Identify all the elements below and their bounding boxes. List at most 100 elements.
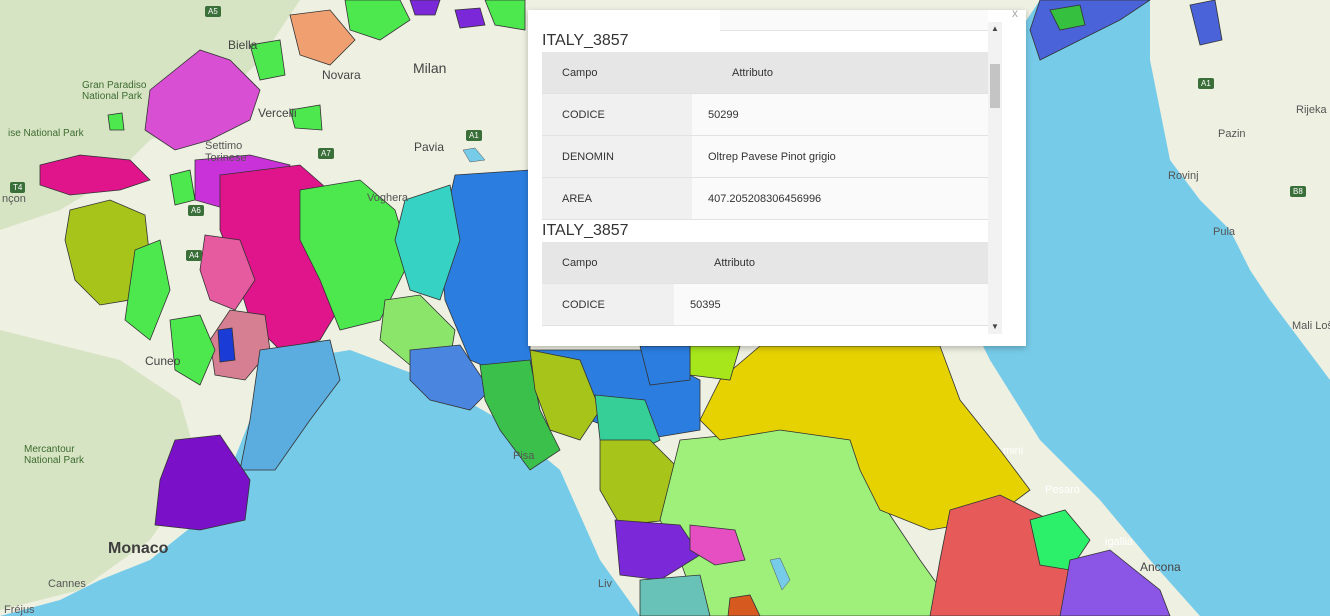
map-label-rimini: mini [1003,445,1024,457]
region-polygon[interactable] [394,184,461,301]
map-label-pavia: Pavia [414,140,445,154]
region-polygon[interactable] [1059,549,1171,616]
region-polygon[interactable] [289,104,323,131]
road-shield-icon: B8 [1290,186,1306,197]
table-row: DENOMIN Oltrep Pavese Pinot grigio [542,135,988,178]
map-label-milan: Milan [413,60,447,76]
column-header-attributo: Attributo [674,242,988,284]
map-label-livorno: Liv [598,578,613,590]
scroll-up-arrow[interactable]: ▲ [991,24,999,33]
field-value: Oltrep Pavese Pinot grigio [692,135,988,178]
map-label-national-park-left: ise National Park [8,128,84,139]
region-polygon[interactable] [1189,0,1223,46]
road-shield-icon: A1 [466,130,482,141]
region-polygon[interactable] [169,314,216,386]
land-croatia-coast [1290,150,1330,360]
region-polygon[interactable] [639,345,691,386]
region-polygon[interactable] [169,169,196,206]
region-polygon[interactable] [529,349,601,441]
feature-info-popup[interactable]: ITALY_3857 Campo Attributo CODICE 50299 … [528,10,1026,346]
popup-scrollbar[interactable]: ▲ ▼ [988,22,1002,334]
layer-title: ITALY_3857 [542,32,629,49]
map-label-voghera: Voghera [367,192,408,204]
field-value: 407.205208306456996 [692,177,988,220]
road-shield-icon: A4 [186,250,202,261]
region-polygon[interactable] [409,0,441,16]
table-row: CODICE 50299 [542,93,988,136]
region-polygon[interactable] [1029,509,1091,571]
attribute-table: Campo Attributo CODICE 50395 [542,242,988,326]
land-alps-south [0,330,200,610]
region-polygon[interactable] [144,49,261,151]
region-polygon[interactable] [479,359,561,471]
scroll-down-arrow[interactable]: ▼ [991,322,999,331]
map-label-vercelli: Vercelli [258,106,297,120]
region-polygon[interactable] [344,0,411,41]
close-popup-button[interactable]: x [1012,6,1018,20]
field-value: 50299 [692,93,988,136]
attribute-table: Campo Attributo CODICE 50299 DENOMIN Olt… [542,52,988,220]
field-name: DENOMIN [542,135,692,178]
map-label-senigallia: igallia [1105,536,1134,548]
map-label-rovinj: Rovinj [1168,170,1199,182]
column-header-attributo: Attributo [692,52,988,94]
region-polygon[interactable] [299,179,411,331]
road-shield-icon: A1 [1198,78,1214,89]
region-polygon[interactable] [1049,4,1086,31]
map-label-pisa: Pisa [513,450,535,462]
popup-scroll-area[interactable]: ITALY_3857 Campo Attributo CODICE 50299 … [528,10,988,346]
road-shield-icon: A6 [188,205,204,216]
map-label-pazin: Pazin [1218,128,1246,140]
region-polygon[interactable] [289,9,356,66]
field-name: AREA [542,177,692,220]
map-label-frejus: Fréjus [4,604,35,616]
region-polygon[interactable] [239,339,341,471]
map-label-ancona: Ancona [1140,560,1181,574]
region-polygon[interactable] [727,594,761,616]
region-polygon[interactable] [454,7,486,29]
field-value: 50395 [674,283,988,326]
region-polygon[interactable] [124,239,171,341]
column-header-campo: Campo [542,242,674,284]
map-label-rijeka: Rijeka [1296,104,1327,116]
map-label-novara: Novara [322,68,361,82]
map-label-briancon: nçon [2,193,26,205]
map-label-biella: Biella [228,38,258,52]
table-row: CODICE 50395 [542,283,988,326]
region-polygon[interactable] [249,39,286,81]
lake [462,147,486,163]
field-name: CODICE [542,93,692,136]
region-polygon[interactable] [107,112,125,131]
region-polygon[interactable] [217,327,236,363]
land-istria [1150,0,1330,380]
table-header-row: Campo Attributo [542,52,988,94]
map-label-gran-paradiso: Gran Paradiso National Park [82,80,147,102]
region-polygon[interactable] [199,234,256,311]
region-polygon[interactable] [409,344,491,411]
region-polygon[interactable] [689,524,746,566]
region-polygon[interactable] [639,574,711,616]
table-row: AREA 407.205208306456996 [542,177,988,220]
region-polygon[interactable] [154,434,251,531]
road-shield-icon: A5 [205,6,221,17]
region-polygon[interactable] [699,345,1031,531]
previous-table-row-cut [720,10,988,31]
map-label-mali-losinj: Mali Loš [1292,320,1330,332]
map-label-pula: Pula [1213,226,1236,238]
road-shield-icon: T4 [10,182,26,193]
region-polygon[interactable] [484,0,526,31]
map-label-pesaro: Pesaro [1045,484,1080,496]
map-label-settimo-torinese: Settimo Torinese [205,140,247,164]
layer-title: ITALY_3857 [542,222,629,239]
scroll-thumb[interactable] [990,64,1000,108]
region-polygon[interactable] [39,154,151,196]
region-polygon[interactable] [614,519,701,581]
table-header-row: Campo Attributo [542,242,988,284]
map-label-monaco: Monaco [108,540,169,557]
field-name: CODICE [542,283,674,326]
column-header-campo: Campo [542,52,692,94]
map-label-cannes: Cannes [48,578,86,590]
map-label-mercantour: Mercantour National Park [24,444,85,466]
road-shield-icon: A7 [318,148,334,159]
map-label-cuneo: Cuneo [145,354,181,368]
